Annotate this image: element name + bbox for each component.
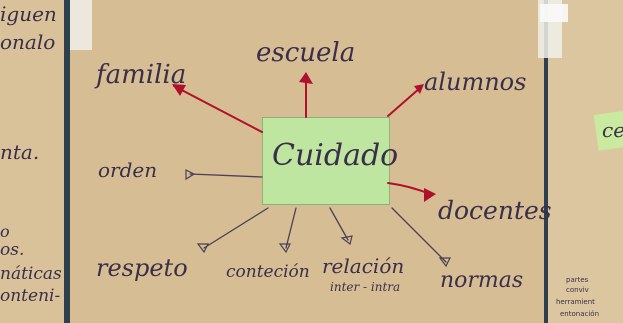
arrowhead-respeto — [196, 243, 209, 254]
center-label: Cuidado — [272, 138, 399, 173]
arrowhead-familia — [172, 84, 186, 96]
branch-respeto: respeto — [96, 254, 188, 282]
branch-relacion: relación — [322, 254, 405, 278]
branch-normas: normas — [440, 268, 524, 293]
left-sheet-line7: onteni- — [0, 286, 61, 306]
branch-escuela: escuela — [256, 38, 356, 68]
left-sheet-line2: onalo — [0, 30, 56, 54]
arrow-familia — [173, 85, 263, 133]
left-sheet-line4: o — [0, 222, 10, 241]
arrowhead-contecion — [278, 243, 291, 254]
arrowhead-alumnos — [414, 84, 424, 94]
right-sheet-line4: entonación — [560, 310, 600, 318]
left-sheet-line3: nta. — [0, 140, 40, 164]
left-sheet-line1: iguen — [0, 2, 57, 26]
arrow-relacion — [329, 207, 349, 241]
arrowhead-escuela — [299, 72, 313, 84]
branch-orden: orden — [98, 158, 158, 182]
tape-top-right — [540, 4, 568, 22]
left-divider — [64, 0, 70, 323]
arrow-alumnos — [387, 87, 421, 117]
branch-alumnos: alumnos — [424, 68, 527, 96]
right-sheet-line1: partes — [566, 276, 589, 284]
tape-left — [70, 0, 92, 50]
arrowhead-orden — [185, 169, 196, 181]
arrow-normas — [391, 207, 447, 263]
center-card — [262, 117, 390, 205]
right-divider — [544, 0, 550, 323]
arrowhead-docentes — [424, 188, 436, 202]
branch-familia: familia — [96, 60, 187, 90]
arrow-docentes — [387, 182, 431, 195]
arrowhead-normas — [438, 257, 451, 268]
right-card-text: ce — [602, 118, 623, 142]
left-paper-sheet — [0, 0, 66, 323]
right-sheet-line2: conviv — [566, 286, 589, 294]
right-sheet-line3: herramient — [556, 298, 595, 306]
branch-docentes: docentes — [438, 196, 552, 225]
arrow-respeto — [203, 207, 269, 249]
arrowhead-relacion — [340, 235, 353, 246]
left-sheet-line6: náticas — [0, 264, 62, 284]
arrow-contecion — [285, 207, 297, 249]
branch-relacion-sub: inter - intra — [330, 280, 401, 294]
left-sheet-line5: os. — [0, 240, 25, 260]
branch-contecion: conteción — [226, 262, 310, 282]
arrow-orden — [189, 173, 263, 178]
